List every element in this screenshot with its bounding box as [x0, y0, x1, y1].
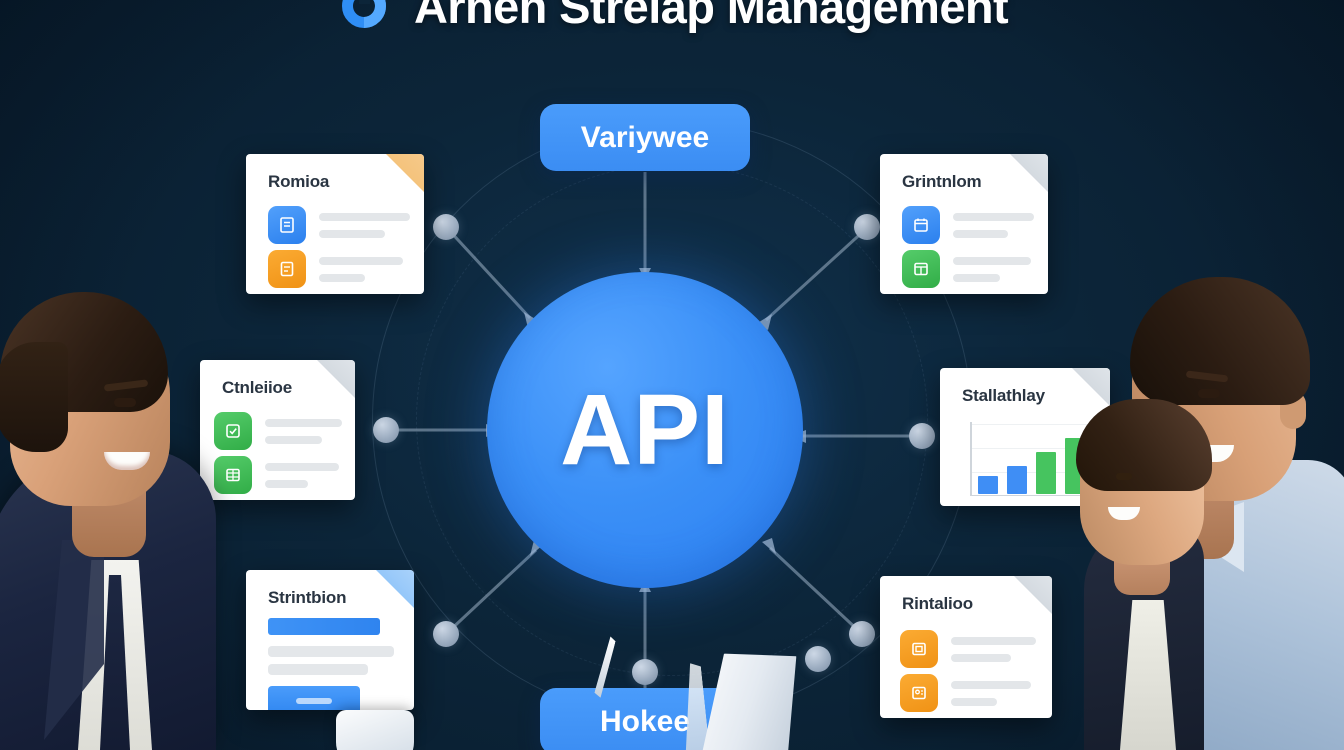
pill-top-label: Variywee	[580, 120, 710, 154]
placeholder-line	[951, 697, 997, 706]
placeholder-line	[319, 229, 385, 238]
chart-y-axis	[970, 422, 972, 496]
mug-object	[336, 710, 414, 750]
placeholder-line	[953, 273, 1000, 282]
page-title: Arneh Strelap Management	[413, 0, 1009, 33]
table-icon	[902, 250, 940, 288]
archive-icon	[900, 630, 938, 668]
placeholder-line	[953, 256, 1031, 265]
connector-node-top-left	[433, 214, 459, 240]
chart-bar	[1036, 452, 1056, 494]
api-hub-circle[interactable]: API	[487, 272, 803, 588]
placeholder-line	[951, 636, 1036, 645]
form-field-empty	[268, 646, 394, 657]
card-top-left-title: Romioa	[268, 172, 330, 191]
placeholder-line	[953, 212, 1034, 221]
placeholder-line	[951, 653, 1011, 662]
form-icon	[268, 250, 306, 288]
chart-bars	[978, 424, 1085, 494]
card-top-left[interactable]: Romioa	[246, 154, 424, 294]
placeholder-line	[319, 256, 403, 265]
connector-node-top	[632, 659, 658, 685]
card-bottom-right[interactable]: Rintalioo	[880, 576, 1052, 718]
grid-icon	[214, 456, 252, 494]
calendar-icon	[902, 206, 940, 244]
page-fold-icon	[376, 570, 414, 608]
person-left-photo	[0, 246, 218, 750]
form-field-empty	[268, 664, 368, 675]
connector-node-top-right	[854, 214, 880, 240]
chart-card-title: Stallathlay	[962, 386, 1045, 405]
form-submit-button[interactable]	[268, 686, 360, 710]
card-mid-left[interactable]: Ctnleiioe	[200, 360, 355, 500]
button-glyph	[296, 697, 332, 704]
chart-bar	[1007, 466, 1027, 494]
connector-node-bottom-left	[433, 621, 459, 647]
chart-bar	[978, 475, 998, 494]
card-top-right-title: Grintnlom	[902, 172, 982, 191]
person-right-photo-group	[1076, 255, 1344, 750]
page-fold-icon	[1014, 576, 1052, 614]
form-field-filled	[268, 618, 380, 635]
connector-node-mid-right	[909, 423, 935, 449]
laptop-object	[662, 641, 825, 750]
placeholder-line	[953, 229, 1009, 238]
pill-variywee[interactable]: Variywee	[540, 104, 750, 171]
connector-node-mid-left	[373, 417, 399, 443]
connector-node-bottom-right	[849, 621, 875, 647]
page-fold-icon	[386, 154, 424, 192]
page-fold-icon	[317, 360, 355, 398]
page-header: Arneh Strelap Management	[0, 0, 1344, 34]
placeholder-line	[265, 418, 342, 427]
api-hub-label: API	[560, 373, 730, 486]
card-bottom-left[interactable]: Strintbion	[246, 570, 414, 710]
page-fold-icon	[1010, 154, 1048, 192]
card-bottom-right-title: Rintalioo	[902, 594, 973, 613]
card-mid-left-title: Ctnleiioe	[222, 378, 292, 397]
placeholder-line	[319, 273, 365, 282]
placeholder-line	[265, 479, 309, 488]
document-icon	[268, 206, 306, 244]
segmented-circle-logo-icon	[336, 0, 392, 34]
placeholder-line	[265, 435, 322, 444]
contact-icon	[900, 674, 938, 712]
card-bottom-left-title: Strintbion	[268, 588, 347, 607]
checklist-icon	[214, 412, 252, 450]
card-top-right[interactable]: Grintnlom	[880, 154, 1048, 294]
placeholder-line	[265, 462, 339, 471]
placeholder-line	[319, 212, 410, 221]
placeholder-line	[951, 680, 1031, 689]
